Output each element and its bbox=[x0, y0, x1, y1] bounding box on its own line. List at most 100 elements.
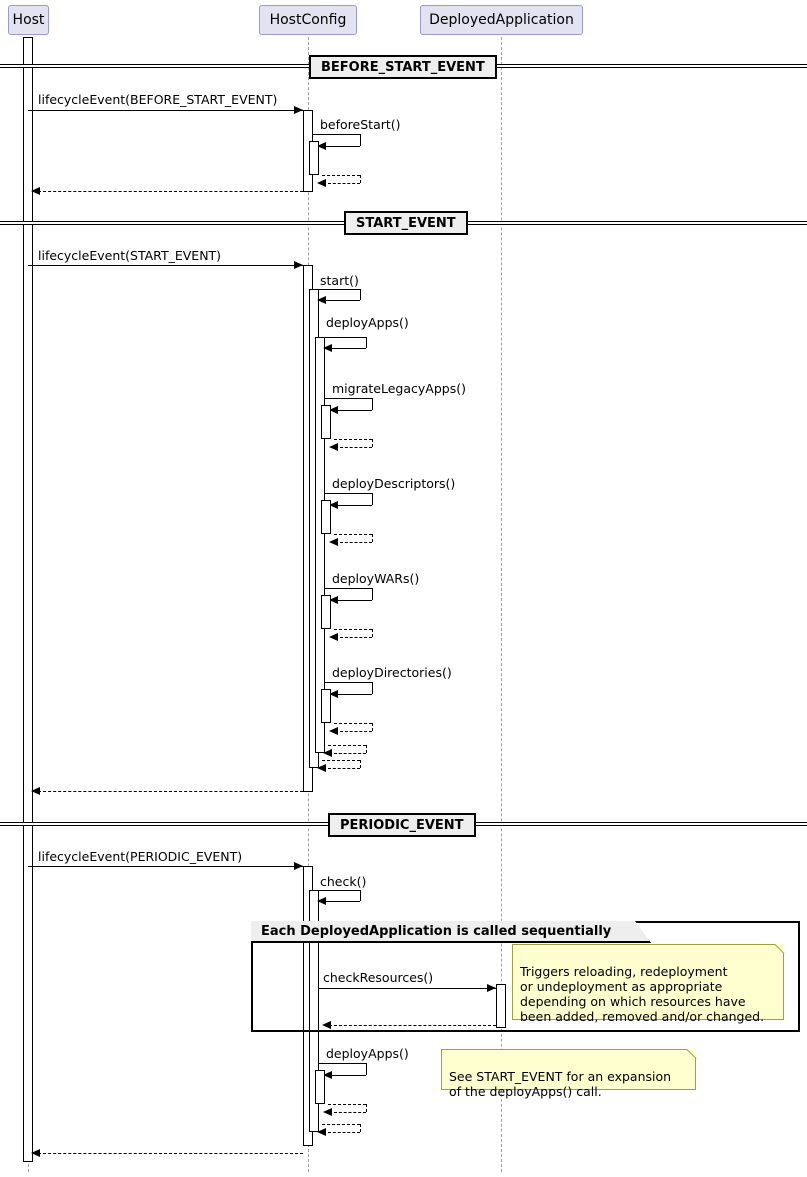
divider-periodic-event: PERIODIC_EVENT bbox=[328, 813, 476, 837]
message-line-deploydirectories-return-top bbox=[334, 723, 372, 724]
message-arrowhead-before-start bbox=[317, 142, 326, 150]
message-arrowhead-migratelegacyapps bbox=[329, 406, 338, 414]
message-vert-deployapps-periodic-return bbox=[366, 1104, 367, 1112]
message-arrowhead-before-start-return bbox=[317, 179, 326, 187]
message-line-deploydirectories-return bbox=[340, 731, 372, 732]
note-deploy-apps-fold bbox=[687, 1049, 696, 1058]
message-line-migratelegacyapps-out bbox=[325, 398, 373, 399]
message-text: lifecycleEvent(START_EVENT) bbox=[38, 248, 222, 263]
message-line-checkresources bbox=[319, 988, 496, 989]
message-line-start-return-top bbox=[322, 760, 360, 761]
message-line-deployapps-out bbox=[319, 337, 367, 338]
message-label-lifecycle-start: lifecycleEvent(START_EVENT) bbox=[38, 249, 221, 263]
message-vert-check bbox=[360, 890, 361, 901]
message-arrowhead-migratelegacyapps-return bbox=[329, 443, 338, 451]
participant-host-label: Host bbox=[12, 12, 45, 28]
message-label-deployapps-start: deployApps() bbox=[326, 316, 409, 330]
message-line-deploydescriptors-in bbox=[334, 505, 372, 506]
message-vert-check-return bbox=[360, 1124, 361, 1132]
message-arrowhead-deployapps-return bbox=[323, 749, 332, 757]
activation-hostconfig-deploydirectories bbox=[321, 689, 331, 723]
message-text: check() bbox=[320, 874, 367, 889]
message-label-before-start: beforeStart() bbox=[320, 118, 401, 132]
message-arrowhead-deployapps-periodic bbox=[323, 1071, 332, 1079]
divider-start-event: START_EVENT bbox=[344, 211, 468, 235]
message-vert-deployapps-return bbox=[366, 745, 367, 753]
message-vert-start-return bbox=[360, 760, 361, 768]
message-vert-deploydescriptors bbox=[372, 493, 373, 505]
activation-hostconfig-migratelegacyapps bbox=[321, 405, 331, 439]
message-arrowhead-check bbox=[317, 897, 326, 905]
message-arrowhead-lifecycle-start bbox=[294, 261, 303, 269]
message-label-check: check() bbox=[320, 875, 366, 889]
message-arrowhead-deploydirectories bbox=[329, 690, 338, 698]
activation-deployedapplication-checkresources bbox=[496, 984, 506, 1028]
participant-hostconfig[interactable]: HostConfig bbox=[259, 5, 357, 35]
message-vert-deployapps bbox=[366, 337, 367, 348]
message-arrowhead-deployapps bbox=[323, 344, 332, 352]
message-line-start-in bbox=[322, 300, 360, 301]
message-line-deploydescriptors-return-top bbox=[334, 534, 372, 535]
message-arrowhead-deployapps-periodic-return bbox=[323, 1108, 332, 1116]
message-line-deploywars-in bbox=[334, 600, 372, 601]
message-line-deployapps-periodic-return bbox=[334, 1112, 366, 1113]
message-arrowhead-deploywars bbox=[329, 596, 338, 604]
message-line-deploydirectories-in bbox=[334, 694, 372, 695]
message-arrowhead-deploydescriptors-return bbox=[329, 538, 338, 546]
message-text: deployApps() bbox=[326, 315, 409, 330]
message-line-return-before-start bbox=[33, 191, 303, 192]
message-label-deployapps-periodic: deployApps() bbox=[326, 1047, 409, 1061]
message-line-deploywars-out bbox=[325, 588, 373, 589]
message-line-check-in bbox=[322, 901, 360, 902]
message-vert-before-start-return bbox=[360, 175, 361, 183]
note-check-resources: Triggers reloading, redeployment or unde… bbox=[512, 944, 784, 1024]
divider-periodic-event-label: PERIODIC_EVENT bbox=[340, 817, 464, 833]
message-label-deploydirectories: deployDirectories() bbox=[332, 666, 452, 680]
message-line-checkresources-return bbox=[324, 1025, 496, 1026]
activation-host bbox=[23, 37, 33, 1162]
message-line-migratelegacyapps-return bbox=[340, 447, 372, 448]
message-arrowhead-checkresources bbox=[487, 984, 496, 992]
message-vert-migratelegacyapps-return bbox=[372, 439, 373, 447]
message-line-start-return bbox=[328, 768, 360, 769]
message-arrowhead-deploydescriptors bbox=[329, 501, 338, 509]
message-label-deploydescriptors: deployDescriptors() bbox=[332, 477, 455, 491]
message-label-checkresources: checkResources() bbox=[323, 971, 433, 985]
message-arrowhead-lifecycle-before-start bbox=[294, 106, 303, 114]
message-text: migrateLegacyApps() bbox=[332, 381, 466, 396]
message-line-deployapps-periodic-out bbox=[319, 1063, 367, 1064]
message-line-deploywars-return bbox=[340, 637, 372, 638]
message-arrowhead-check-return bbox=[317, 1128, 326, 1136]
message-line-lifecycle-start bbox=[28, 265, 303, 266]
message-line-check-return-top bbox=[322, 1124, 360, 1125]
message-line-check-out bbox=[313, 890, 361, 891]
message-line-migratelegacyapps-return-top bbox=[334, 439, 372, 440]
message-line-before-start-in bbox=[322, 146, 360, 147]
message-text: deployDirectories() bbox=[332, 665, 452, 680]
message-line-deploywars-return-top bbox=[334, 629, 372, 630]
message-text: lifecycleEvent(PERIODIC_EVENT) bbox=[38, 849, 243, 864]
message-text: deployApps() bbox=[326, 1046, 409, 1061]
message-text: lifecycleEvent(BEFORE_START_EVENT) bbox=[38, 92, 278, 107]
message-label-start: start() bbox=[320, 274, 359, 288]
message-line-deploydescriptors-return bbox=[340, 542, 372, 543]
message-vert-before-start bbox=[360, 134, 361, 146]
message-text: deployDescriptors() bbox=[332, 476, 456, 491]
message-label-lifecycle-before-start: lifecycleEvent(BEFORE_START_EVENT) bbox=[38, 93, 277, 107]
message-arrowhead-deploydirectories-return bbox=[329, 727, 338, 735]
participant-host[interactable]: Host bbox=[8, 5, 49, 35]
message-line-return-periodic bbox=[33, 1153, 303, 1154]
message-arrowhead-checkresources-return bbox=[322, 1021, 331, 1029]
message-line-return-start bbox=[33, 791, 303, 792]
divider-start-event-label: START_EVENT bbox=[356, 215, 456, 231]
participant-deployedapplication[interactable]: DeployedApplication bbox=[420, 5, 583, 35]
message-arrowhead-lifecycle-periodic bbox=[294, 862, 303, 870]
message-line-lifecycle-before-start bbox=[28, 110, 303, 111]
message-arrowhead-return-before-start bbox=[31, 187, 40, 195]
message-line-lifecycle-periodic bbox=[28, 866, 303, 867]
message-text: start() bbox=[320, 273, 359, 288]
message-vert-deploywars bbox=[372, 588, 373, 600]
lifeline-deployedapplication bbox=[501, 37, 502, 1172]
message-line-deployapps-return bbox=[334, 753, 366, 754]
